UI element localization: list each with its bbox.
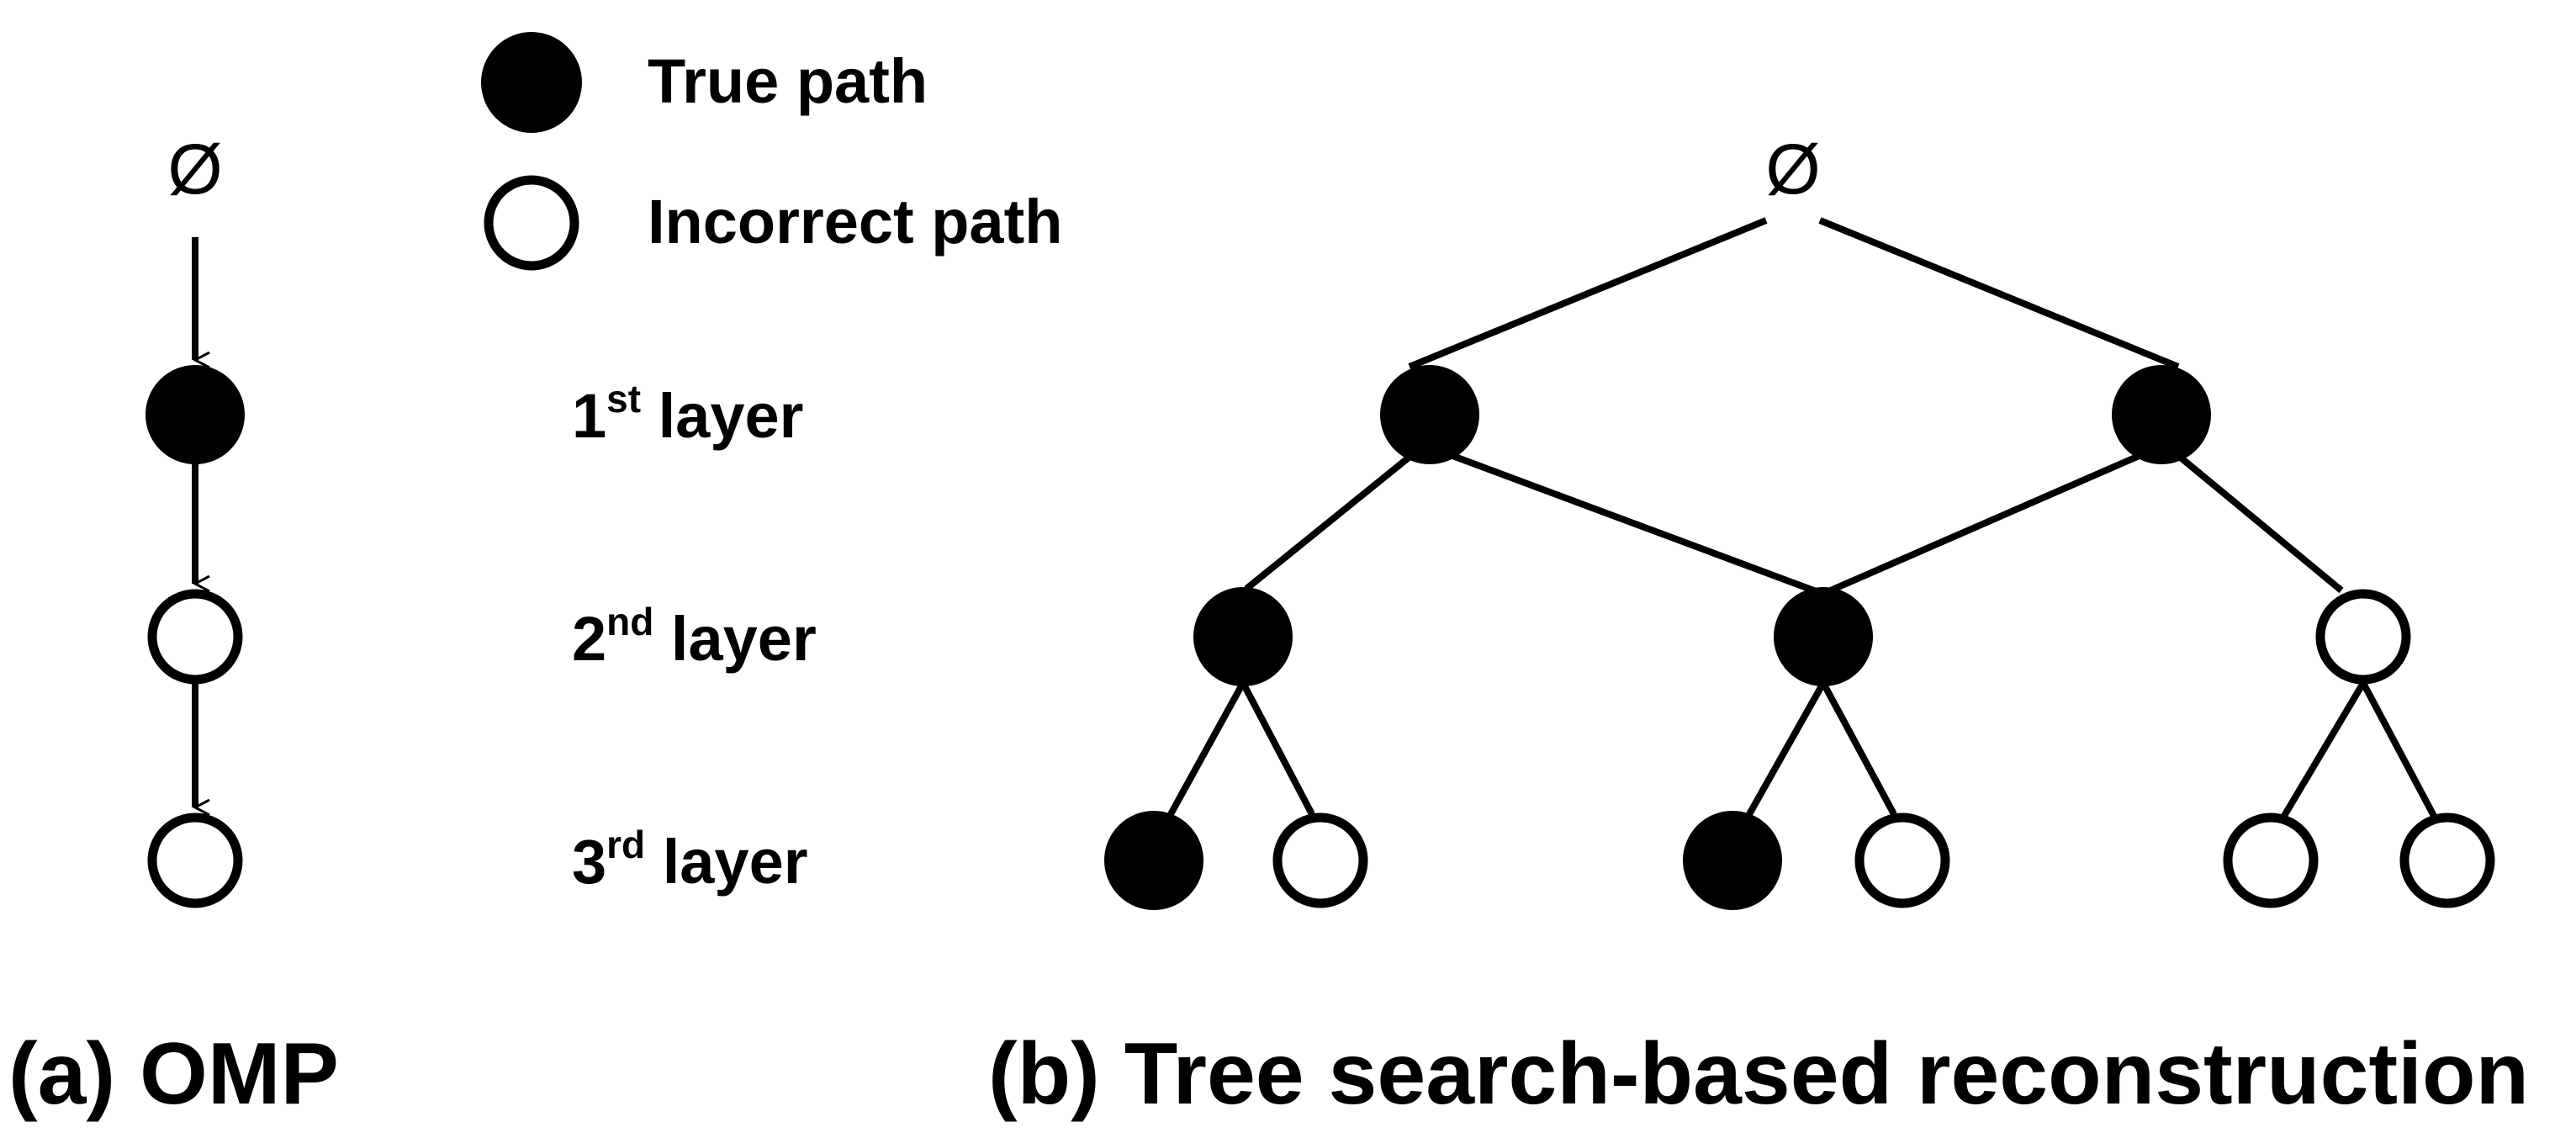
omp-node-layer3-incorrect-path: [147, 812, 243, 908]
tree-node-layer2-2-true-path: [1774, 587, 1873, 686]
legend-true-path-marker: [481, 32, 582, 133]
omp-diagram: Ø: [145, 130, 245, 908]
layer-label-3: 3rd layer: [572, 823, 808, 897]
layer-label-2-word: layer: [653, 604, 816, 674]
layer-label-1: 1st layer: [572, 377, 803, 451]
tree-edge-l2a-to-l3a: [1167, 681, 1246, 816]
tree-node-layer2-1-true-path: [1193, 587, 1293, 686]
tree-edge-l2b-to-l3d: [1820, 681, 1897, 816]
tree-node-layer1-1-true-path: [1380, 365, 1479, 464]
layer-label-3-number: 3: [572, 827, 606, 897]
tree-edge-root-to-l1-left: [1408, 217, 1768, 370]
tree-node-layer3-2-incorrect-path: [1272, 812, 1368, 908]
layer-label-2-number: 2: [572, 604, 606, 674]
legend-true-path-label: True path: [648, 46, 928, 116]
layer-label-2: 2nd layer: [572, 600, 817, 674]
layer-label-1-number: 1: [572, 381, 606, 451]
tree-edge-l1b-to-l2c: [2174, 451, 2344, 594]
tree-node-layer3-6-incorrect-path: [2399, 812, 2495, 908]
omp-root-symbol: Ø: [167, 130, 222, 209]
caption-tree-search: (b) Tree search-based reconstruction: [988, 1025, 2529, 1123]
tree-node-layer2-3-incorrect-path: [2315, 589, 2411, 685]
omp-node-layer1-true-path: [145, 365, 245, 464]
tree-node-layer3-3-true-path: [1683, 811, 1782, 910]
legend-incorrect-path-label: Incorrect path: [648, 187, 1062, 257]
tree-edge-root-to-l1-right: [1818, 217, 2180, 370]
layer-labels: 1st layer 2nd layer 3rd layer: [572, 377, 817, 897]
tree-edge-l1b-to-l2b: [1825, 451, 2145, 595]
layer-label-3-word: layer: [645, 827, 807, 897]
layer-label-3-superscript: rd: [606, 823, 645, 866]
tree-node-layer3-5-incorrect-path: [2223, 812, 2319, 908]
tree-edge-l1a-to-l2b: [1447, 451, 1820, 595]
legend: True path Incorrect path: [481, 32, 1062, 271]
tree-edge-l1a-to-l2a: [1244, 451, 1415, 592]
tree-edge-l2c-to-l3e: [2281, 680, 2367, 818]
tree-node-layer3-4-incorrect-path: [1854, 812, 1950, 908]
tree-node-layer3-1-true-path: [1104, 811, 1203, 910]
layer-label-1-superscript: st: [606, 377, 641, 421]
tree-diagram: Ø: [1104, 130, 2495, 910]
omp-node-layer2-incorrect-path: [147, 589, 243, 685]
caption-omp: (a) OMP: [8, 1025, 339, 1123]
legend-incorrect-path-marker: [484, 175, 579, 271]
tree-node-layer1-2-true-path: [2112, 365, 2211, 464]
tree-root-symbol: Ø: [1765, 130, 1820, 209]
tree-edge-l2a-to-l3b: [1240, 681, 1315, 816]
layer-label-2-superscript: nd: [606, 600, 653, 643]
tree-edge-l2c-to-l3f: [2360, 681, 2437, 818]
tree-edge-l2b-to-l3c: [1746, 681, 1827, 816]
layer-label-1-word: layer: [641, 381, 803, 451]
